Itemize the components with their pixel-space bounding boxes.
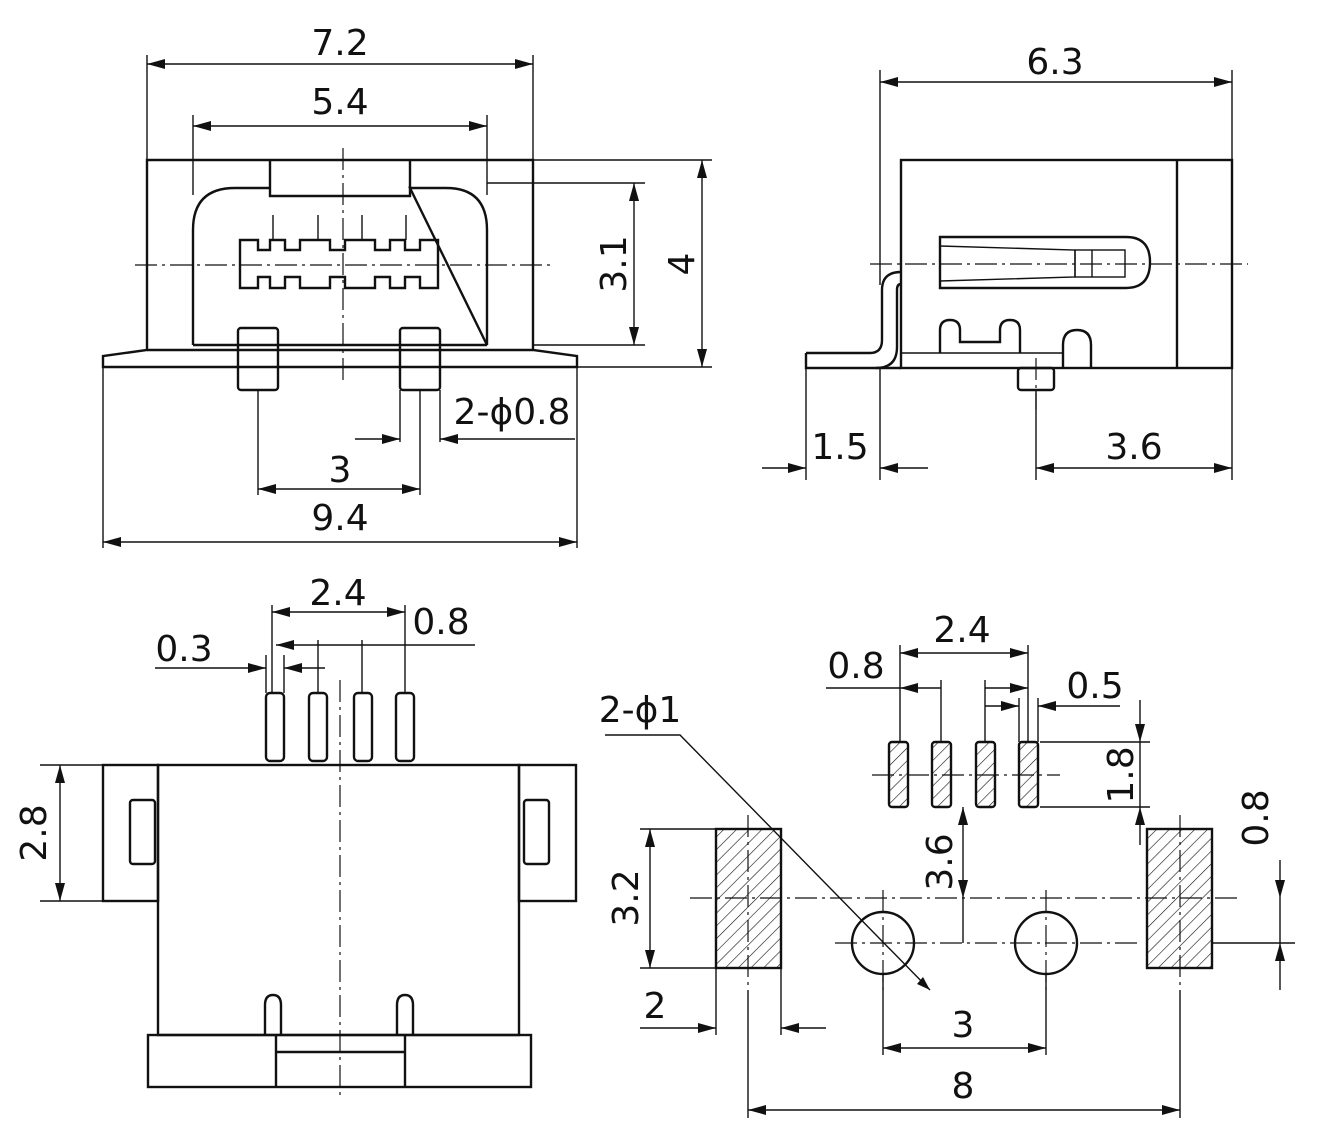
- fp-row-offset-label: 3.6: [920, 833, 961, 890]
- front-peg-label: 2-ϕ0.8: [454, 392, 571, 433]
- pcb-footprint: 2.4 0.8 0.5 1.8 3.6 2-ϕ1 3.2 2 3 8 0.8: [599, 610, 1295, 1118]
- fp-pad-width-label: 0.5: [1066, 666, 1123, 707]
- side-depth-label: 6.3: [1026, 42, 1083, 83]
- front-pitch-label: 3: [329, 450, 352, 491]
- fp-anchor-height-label: 3.2: [606, 869, 647, 926]
- front-overall-label: 9.4: [311, 498, 368, 539]
- fp-pad-pitch-label: 0.8: [827, 646, 884, 687]
- bottom-tab-height-label: 2.8: [14, 804, 55, 861]
- front-view: 7.2 5.4 3.1 4 2-ϕ0.8 3 9.4: [101, 23, 712, 548]
- fp-hole-pitch-label: 3: [952, 1005, 975, 1046]
- front-opening-height-label: 3.1: [594, 235, 635, 292]
- bottom-pin-width-label: 0.3: [155, 629, 212, 670]
- front-width-label: 7.2: [311, 23, 368, 64]
- front-height-label: 4: [662, 253, 703, 276]
- fp-anchor-pitch-label: 8: [952, 1066, 975, 1107]
- fp-hole-label: 2-ϕ1: [599, 690, 682, 731]
- side-peg-offset-label: 3.6: [1105, 427, 1162, 468]
- fp-pad-span-label: 2.4: [933, 610, 990, 651]
- side-view: 6.3 1.5 3.6: [762, 42, 1248, 480]
- front-opening-label: 5.4: [311, 82, 368, 123]
- bottom-view: 2.4 0.8 0.3 2.8: [14, 573, 578, 1100]
- fp-center-offset-label: 0.8: [1236, 789, 1277, 846]
- fp-anchor-width-label: 2: [644, 986, 667, 1027]
- bottom-pin-span-label: 2.4: [309, 573, 366, 614]
- fp-pad-length-label: 1.8: [1101, 746, 1142, 803]
- bottom-pin-pitch-label: 0.8: [412, 602, 469, 643]
- side-tab-label: 1.5: [811, 427, 868, 468]
